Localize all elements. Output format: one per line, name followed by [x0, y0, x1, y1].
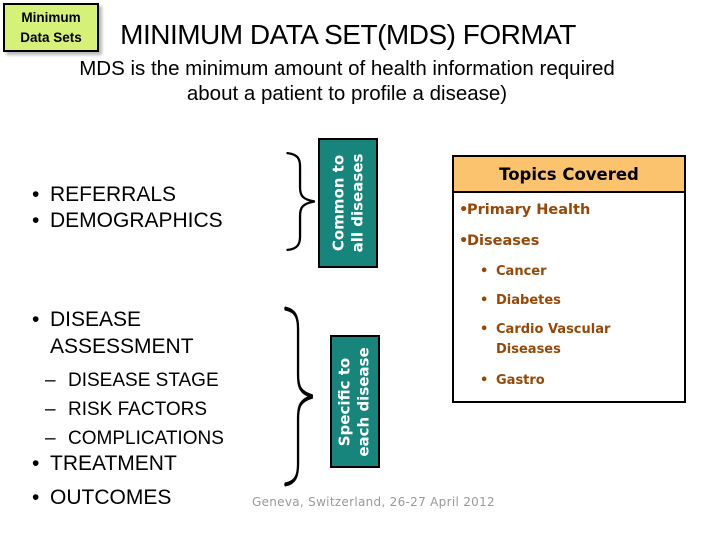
slide-subtitle: MDS is the minimum amount of health info…: [12, 56, 682, 106]
subtitle-line2: about a patient to profile a disease): [186, 82, 508, 105]
bullet-icon: •: [480, 293, 489, 308]
badge-line1: Minimum: [21, 9, 81, 25]
subtitle-line1: MDS is the minimum amount of health info…: [79, 57, 615, 80]
specific-label-box: Specific to each disease: [330, 335, 380, 468]
list-item-label: DEMOGRAPHICS: [50, 209, 223, 232]
list-item: • DISEASE ASSESSMENT: [32, 306, 220, 360]
bullet-icon: •: [459, 202, 469, 218]
bullet-icon: •: [480, 322, 489, 337]
specific-label-line1: Specific to: [336, 357, 355, 446]
bullet-icon: •: [32, 308, 40, 331]
list-item: • TREATMENT: [32, 447, 177, 481]
sub-list-item: – DISEASE STAGE: [45, 366, 224, 395]
list-item-label: REFERRALS: [50, 183, 177, 206]
topic-item: • Primary Health: [459, 202, 590, 219]
sub-item-label: COMPLICATIONS: [68, 428, 224, 449]
list-item: • DEMOGRAPHICS: [32, 208, 223, 234]
assessment-sub-list: – DISEASE STAGE – RISK FACTORS – COMPLIC…: [45, 366, 224, 453]
topics-covered-panel: Topics Covered • Primary Health • Diseas…: [452, 155, 686, 403]
list-item: • REFERRALS: [32, 182, 223, 208]
specific-label-line2: each disease: [355, 346, 374, 457]
topic-sub-item: • Diabetes: [480, 291, 561, 311]
bullet-icon: •: [32, 183, 40, 206]
dash-bullet-icon: –: [45, 370, 56, 391]
dash-bullet-icon: –: [45, 399, 56, 420]
bullet-icon: •: [32, 486, 40, 509]
slide-title: MINIMUM DATA SET(MDS) FORMAT: [120, 19, 576, 50]
bullet-icon: •: [480, 373, 489, 388]
list-item-label: DISEASE ASSESSMENT: [50, 308, 194, 358]
topic-sub-item: • Cardio Vascular Diseases: [480, 320, 646, 360]
bullet-icon: •: [32, 209, 40, 232]
list-item-label: TREATMENT: [50, 452, 177, 475]
badge-line2: Data Sets: [20, 29, 82, 45]
topic-sub-label: Gastro: [496, 373, 545, 388]
topics-panel-header: Topics Covered: [454, 157, 684, 193]
common-label-box: Common to all diseases: [318, 138, 378, 268]
bullet-icon: •: [480, 264, 489, 279]
sub-list-item: – RISK FACTORS: [45, 395, 224, 424]
topic-item-label: Diseases: [467, 233, 540, 249]
topic-sub-label: Cardio Vascular Diseases: [496, 322, 611, 357]
curly-brace-icon: [284, 306, 313, 487]
common-label-line2: all diseases: [348, 153, 367, 253]
common-label-line1: Common to: [329, 154, 348, 252]
dash-bullet-icon: –: [45, 428, 56, 449]
specific-label-text: Specific to each disease: [336, 347, 374, 456]
common-label-text: Common to all diseases: [329, 154, 367, 253]
list-item: • OUTCOMES: [32, 481, 177, 515]
assessment-item: • DISEASE ASSESSMENT: [32, 306, 220, 360]
topic-item: • Diseases: [459, 233, 539, 250]
bullet-icon: •: [459, 233, 469, 249]
topic-item-label: Primary Health: [467, 202, 591, 218]
curly-brace-icon: [286, 151, 315, 252]
topic-sub-item: • Cancer: [480, 262, 547, 282]
other-items-list: • TREATMENT • OUTCOMES: [32, 447, 177, 515]
footer-location-date: Geneva, Switzerland, 26-27 April 2012: [252, 495, 495, 509]
bullet-icon: •: [32, 452, 40, 475]
minimum-data-sets-badge: Minimum Data Sets: [3, 3, 99, 52]
list-item-label: OUTCOMES: [50, 486, 172, 509]
topic-sub-item: • Gastro: [480, 371, 545, 391]
sub-list-item: – COMPLICATIONS: [45, 424, 224, 453]
sub-item-label: DISEASE STAGE: [68, 370, 219, 391]
sub-item-label: RISK FACTORS: [68, 399, 208, 420]
common-items-list: • REFERRALS • DEMOGRAPHICS: [32, 182, 223, 234]
topic-sub-label: Cancer: [496, 264, 547, 279]
topic-sub-label: Diabetes: [496, 293, 561, 308]
